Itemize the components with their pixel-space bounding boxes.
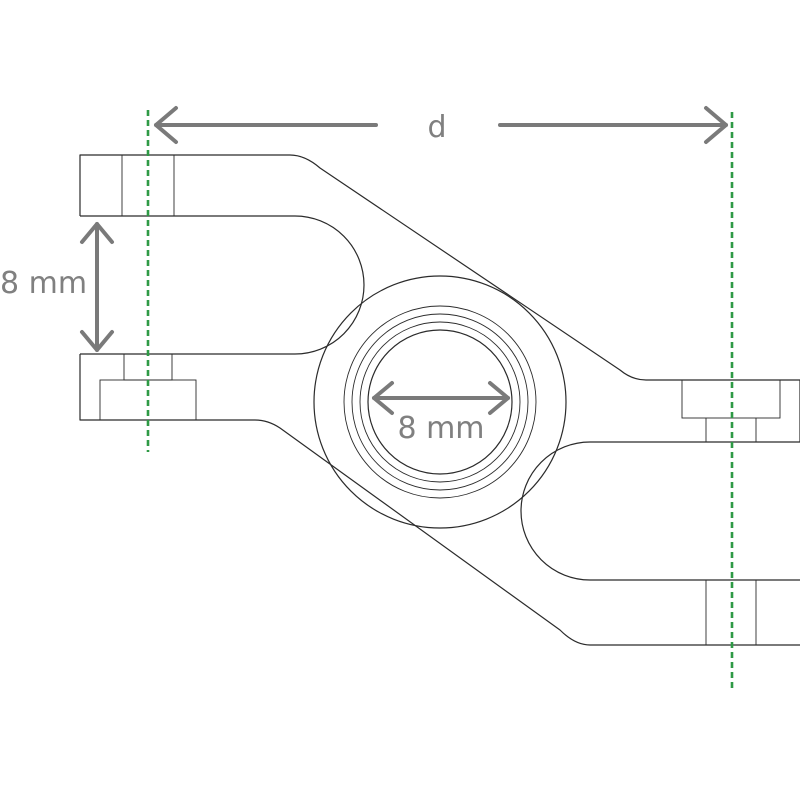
hole-top-left-tine (121, 155, 175, 216)
distance-label: d (427, 110, 446, 145)
fork-gap-label: 8 mm (0, 266, 87, 301)
bearing-bore-dimension: 8 mm (372, 381, 510, 446)
hole-bottom-right-tine (705, 580, 757, 645)
distance-dimension: d (154, 106, 728, 145)
bracket-outline (79, 154, 800, 646)
bearing (313, 275, 567, 529)
fork-gap-dimension: 8 mm (0, 222, 114, 352)
bearing-bore-label: 8 mm (397, 411, 484, 446)
